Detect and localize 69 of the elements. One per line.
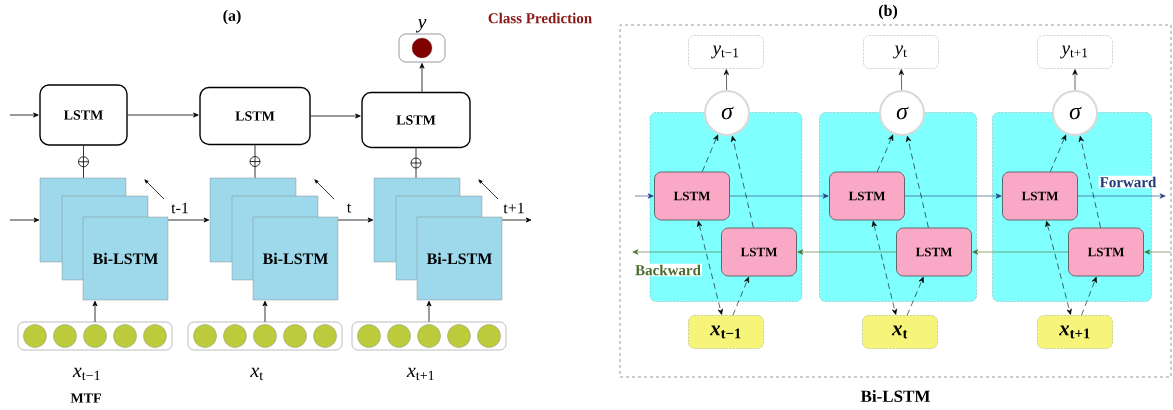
arrow [632, 249, 722, 255]
lstm-box: LSTM [829, 171, 905, 221]
input-label: x$_{t}$ [250, 367, 264, 381]
layer-stack: Bi-LSTM [209, 177, 339, 301]
panel-label: (a) [223, 9, 241, 25]
arrow [906, 135, 929, 228]
lstm-box: LSTM [1002, 171, 1078, 221]
lstm-box: LSTM [39, 84, 128, 146]
edge-label: t-1 [171, 202, 188, 214]
output-box: y$_{t−1}$ [688, 35, 764, 69]
arrow [1081, 276, 1097, 316]
arrow [732, 276, 750, 316]
lstm-box: LSTM [721, 227, 797, 277]
lstm-box: LSTM [361, 91, 471, 149]
arrow [634, 193, 654, 199]
input-box: x$_{t+1}$ [1037, 315, 1113, 349]
arrow [898, 69, 904, 91]
arrow [337, 217, 374, 223]
lstm-box: LSTM [896, 227, 972, 277]
arrow [1077, 193, 1166, 199]
lstm-box: LSTM [654, 171, 730, 221]
arrow [972, 249, 1069, 255]
arrow [1072, 69, 1078, 91]
arrow [419, 63, 425, 93]
arrow [906, 276, 924, 316]
arrow [1078, 135, 1101, 228]
arrow [731, 135, 754, 228]
caption-text: Class Prediction [488, 12, 592, 24]
edge-label: t [346, 203, 352, 213]
input-vector [17, 321, 173, 351]
input-label: x$_{t−1}$ [72, 367, 100, 381]
output-box: y$_{t+1}$ [1037, 35, 1113, 69]
arrow [702, 134, 719, 172]
lstm-box: LSTM [1068, 227, 1144, 277]
arrow [1144, 249, 1172, 255]
input-box: x$_{t}$ [862, 315, 938, 349]
arrow [729, 193, 829, 199]
arrow [92, 300, 98, 323]
input-box: x$_{t−1}$ [688, 315, 764, 349]
arrow [127, 112, 199, 118]
arrow [9, 112, 39, 118]
arrow [1050, 134, 1067, 172]
arrow [167, 217, 210, 223]
input-label: x$_{t+1}$ [406, 367, 434, 381]
input-vector [187, 321, 343, 351]
panel-label: (b) [878, 4, 898, 20]
edge-label: t+1 [503, 202, 524, 214]
layer-stack: Bi-LSTM [373, 177, 503, 301]
output-unit: y [398, 18, 446, 63]
node-label: Bi-LSTM [860, 390, 930, 402]
output-box: y$_{t}$ [863, 35, 939, 69]
arrow [9, 217, 40, 223]
arrow [426, 300, 432, 323]
input-vector [351, 321, 507, 351]
arrow [797, 249, 897, 255]
arrow [310, 113, 361, 119]
layer-stack: Bi-LSTM [39, 177, 169, 301]
arrow [501, 217, 532, 223]
arrow [262, 300, 268, 323]
lstm-box: LSTM [199, 86, 311, 146]
arrow [723, 69, 729, 91]
caption-text: MTF [70, 393, 101, 403]
arrow [871, 220, 898, 315]
arrow [697, 220, 723, 315]
arrow [1045, 220, 1072, 315]
edge-label: Forward [1099, 176, 1157, 188]
arrow [904, 193, 1002, 199]
edge-label: Backward [635, 264, 701, 276]
arrow [877, 134, 894, 172]
